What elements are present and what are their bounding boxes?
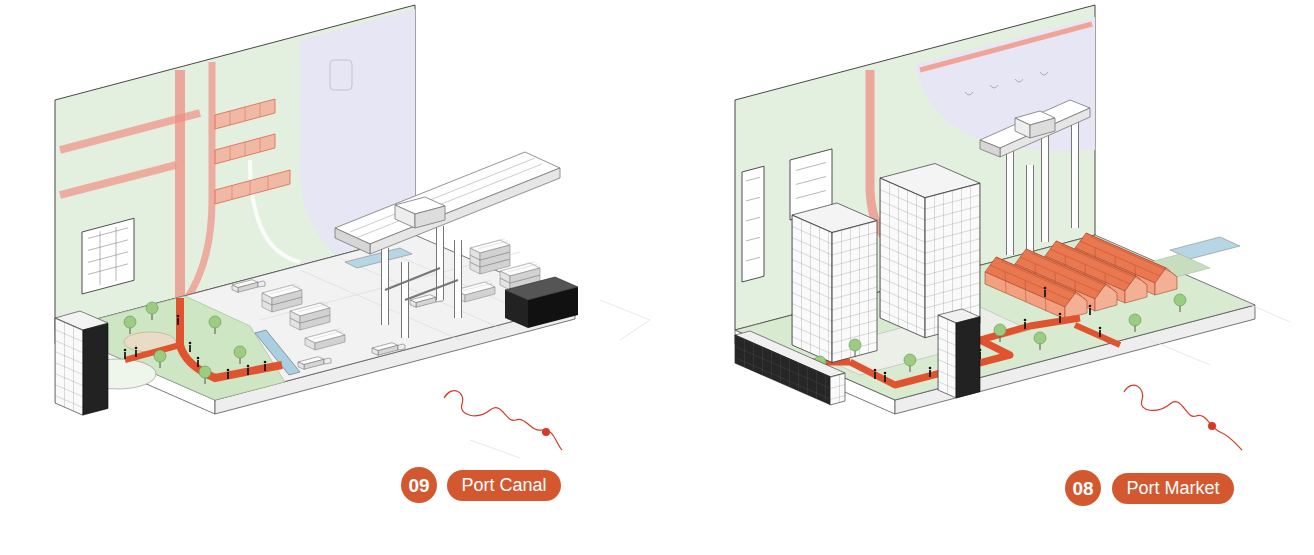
port-canal-illustration <box>55 5 650 458</box>
port-market-illustration <box>735 5 1290 450</box>
number-badge: 09 <box>401 467 437 503</box>
name-text: Port Canal <box>461 476 546 494</box>
number-badge: 08 <box>1065 470 1101 506</box>
number-text: 09 <box>408 476 429 495</box>
number-text: 08 <box>1072 479 1093 498</box>
name-pill: Port Market <box>1112 473 1234 504</box>
name-pill: Port Canal <box>447 470 561 501</box>
name-text: Port Market <box>1126 479 1219 497</box>
